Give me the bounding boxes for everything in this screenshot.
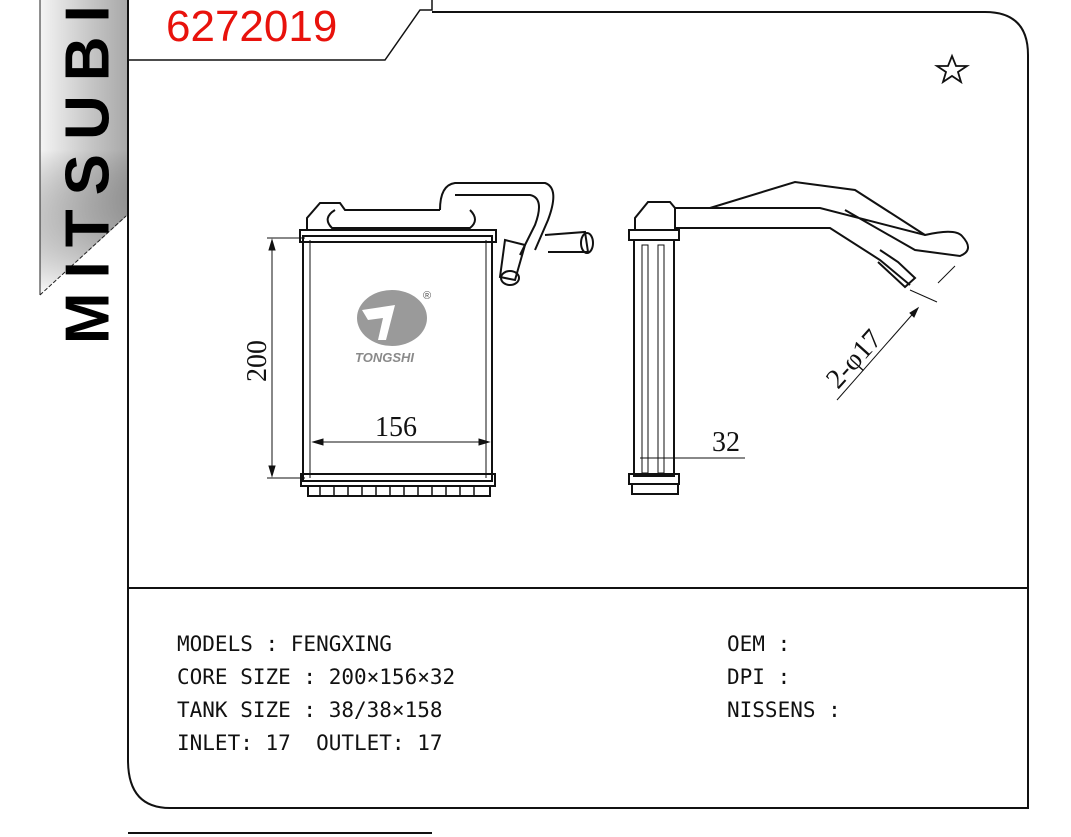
brand-strip-label: MITSUBISHI bbox=[53, 0, 123, 345]
dim-width-label: 156 bbox=[375, 412, 417, 443]
front-view bbox=[299, 182, 594, 497]
logo-text: TONGSHI bbox=[355, 350, 414, 365]
tongshi-logo: TONGSHI ® bbox=[355, 290, 431, 365]
frame bbox=[127, 0, 1029, 809]
dim-depth-label: 32 bbox=[712, 427, 740, 458]
spec-models: MODELS : FENGXING bbox=[177, 632, 392, 656]
spec-oem: OEM : bbox=[727, 632, 791, 656]
part-number: 6272019 bbox=[166, 2, 338, 51]
spec-dpi: DPI : bbox=[727, 665, 791, 689]
dim-pipe-label: 2-φ17 bbox=[820, 324, 888, 395]
dimension-lines bbox=[267, 237, 491, 479]
registered-mark: ® bbox=[423, 290, 431, 302]
dim-height-label: 200 bbox=[242, 340, 273, 382]
spec-core-size: CORE SIZE : 200×156×32 bbox=[177, 665, 456, 689]
spec-inlet-outlet: INLET: 17 OUTLET: 17 bbox=[177, 731, 443, 755]
spec-nissens: NISSENS : bbox=[727, 698, 841, 722]
side-view bbox=[628, 180, 969, 495]
spec-tank-size: TANK SIZE : 38/38×158 bbox=[177, 698, 443, 722]
star-icon[interactable] bbox=[934, 53, 970, 85]
